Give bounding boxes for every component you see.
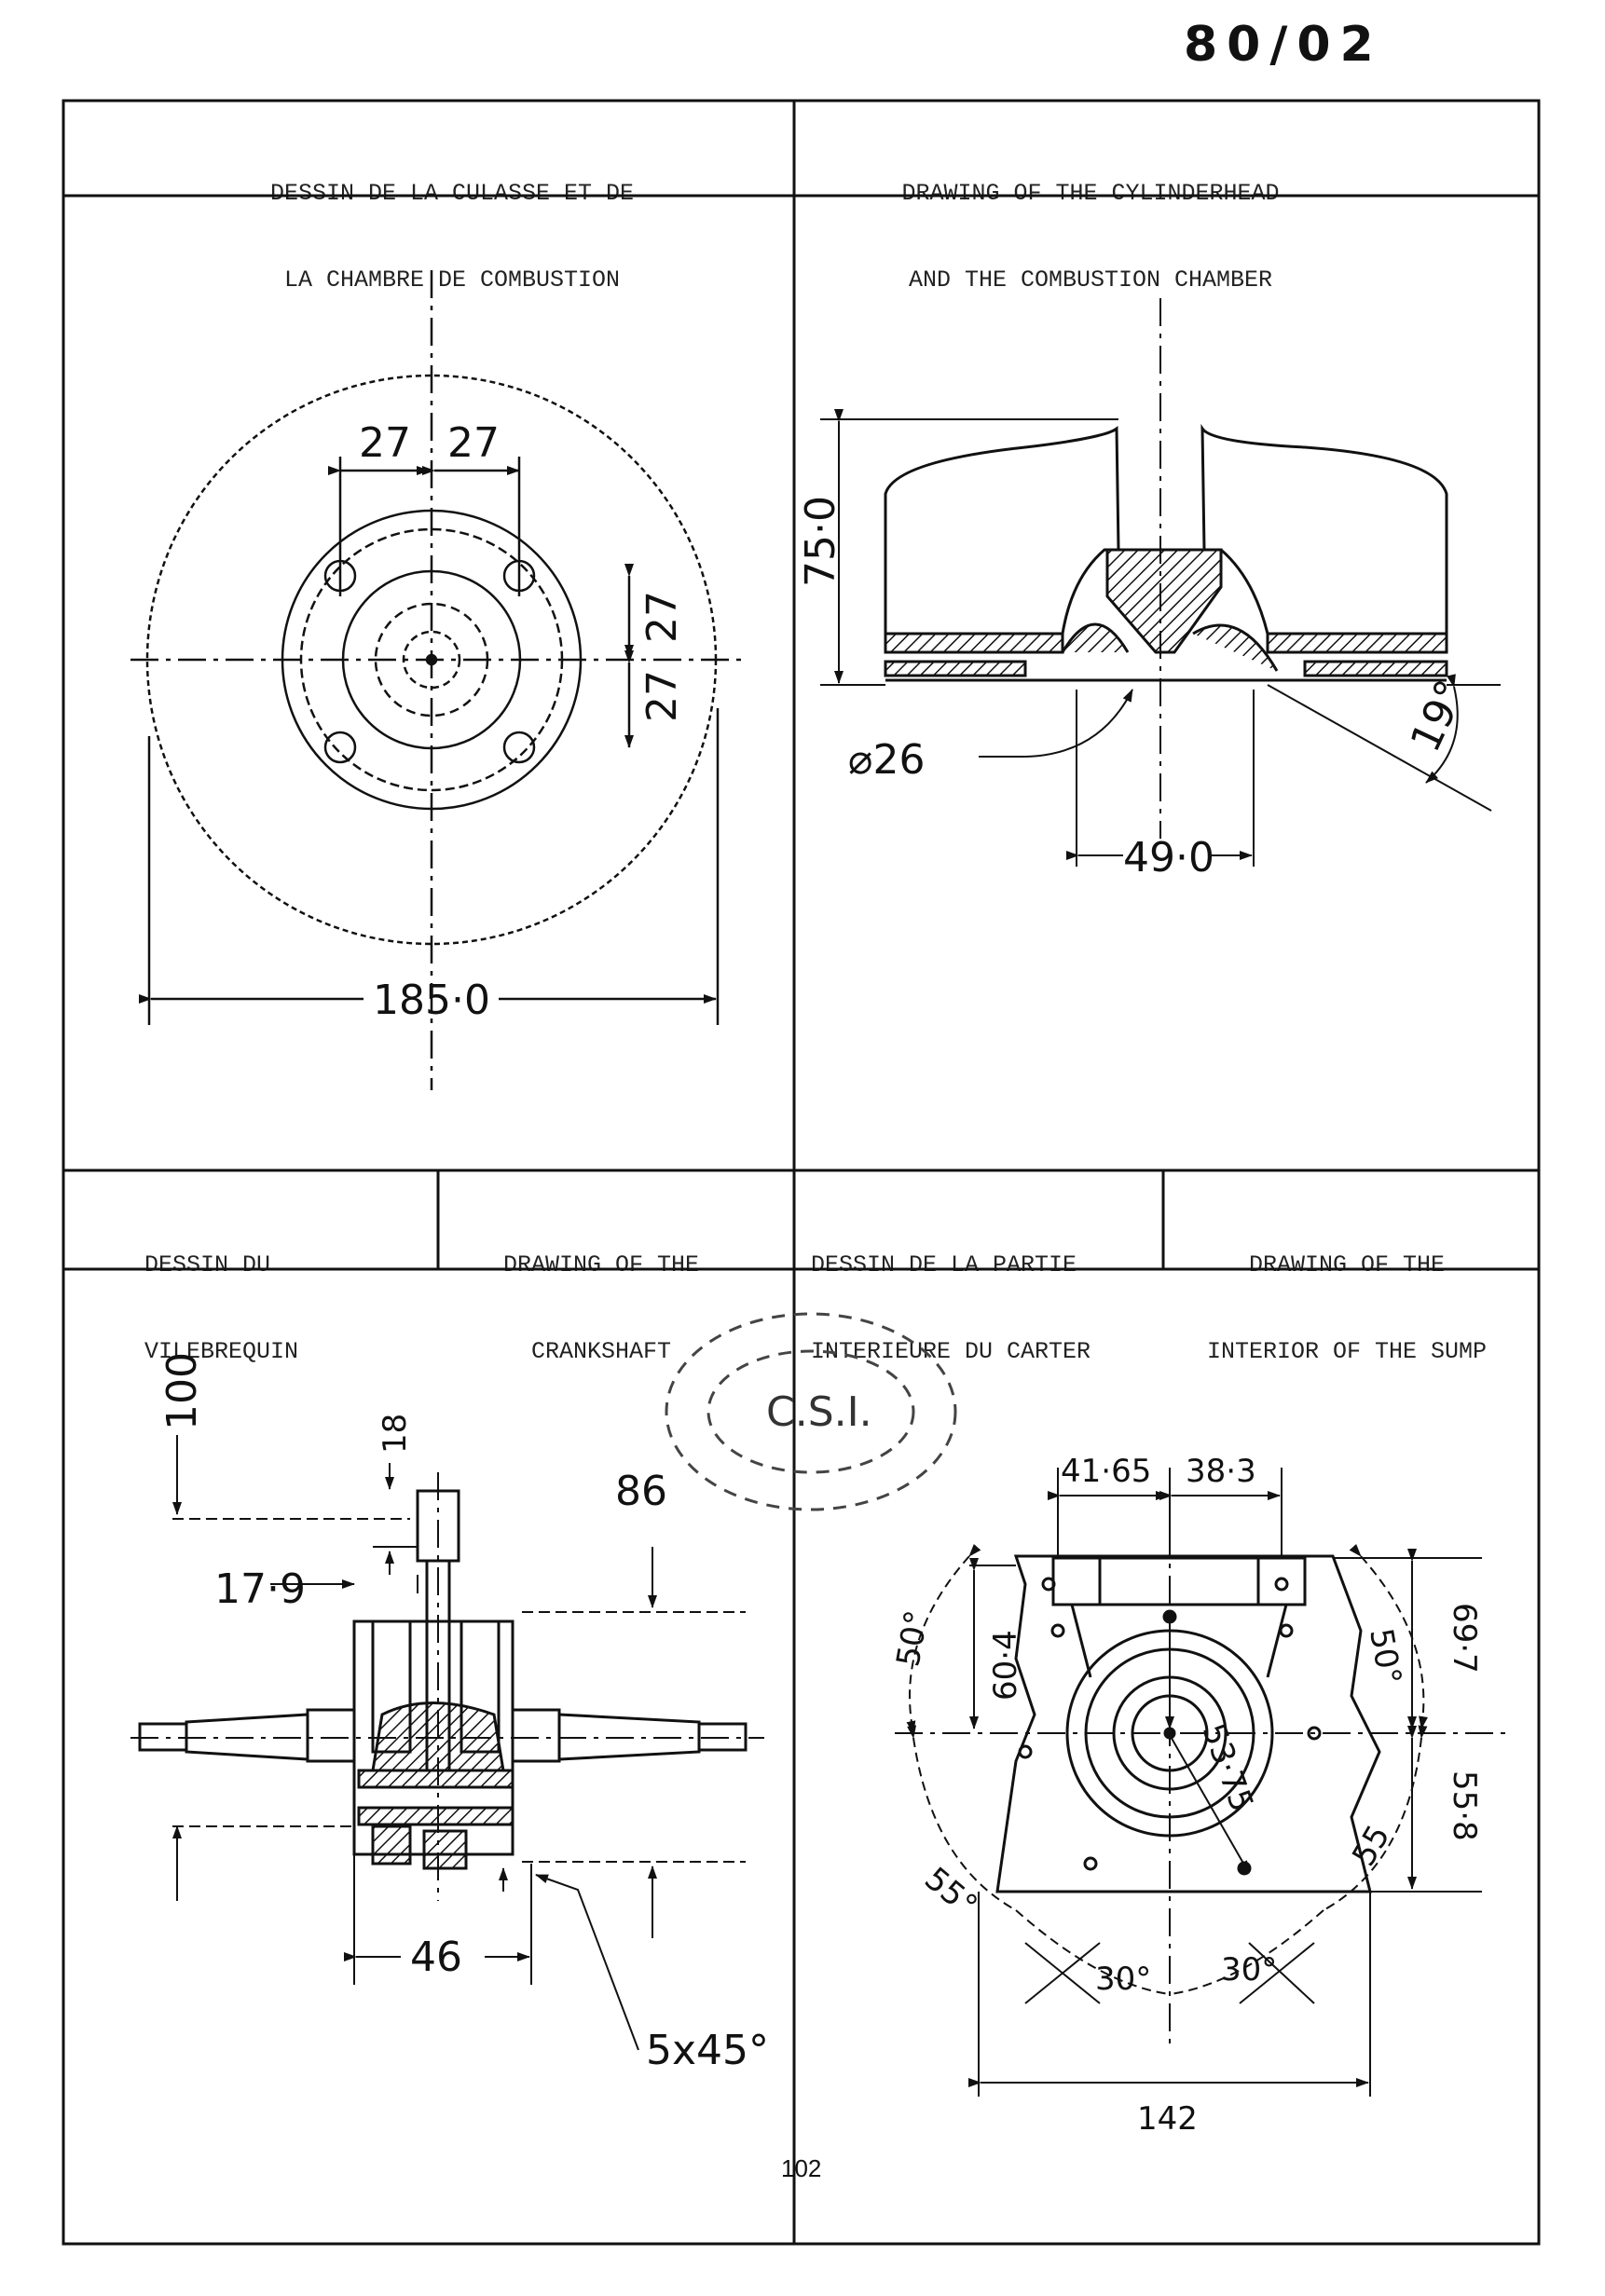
right-taper xyxy=(557,1713,701,1761)
cylinderhead-plan-view xyxy=(130,270,746,1090)
stamp-text: C.S.I. xyxy=(766,1388,872,1436)
sheet-frame xyxy=(62,99,1541,2246)
header-line: AND THE COMBUSTION CHAMBER xyxy=(908,266,1273,294)
arc-50-left xyxy=(906,1543,981,1734)
dim-75-height: 75·0 xyxy=(797,496,844,587)
head-left-body xyxy=(884,425,1120,636)
header-crankshaft-fr: DESSIN DU VILEBREQUIN xyxy=(144,1193,298,1395)
header-line: CRANKSHAFT xyxy=(530,1338,672,1365)
header-line: DESSIN DE LA PARTIE xyxy=(811,1251,1077,1278)
crankshaft-view xyxy=(130,1435,764,2051)
dim-19-angle: 19° xyxy=(1402,673,1475,758)
arc-55-left xyxy=(907,1725,1017,1911)
dim-60-4: 60·4 xyxy=(987,1630,1024,1701)
left-journal xyxy=(306,1708,356,1763)
chamber-right-hatch xyxy=(1192,623,1279,672)
dim-27-side-upper: 27 xyxy=(638,591,686,643)
dim-50-right: 50° xyxy=(1362,1626,1408,1688)
dim-55-8: 55·8 xyxy=(1446,1770,1483,1841)
dim-55-left: 55° xyxy=(917,1860,984,1924)
right-journal xyxy=(511,1708,561,1763)
web-hatch-lower xyxy=(357,1806,514,1826)
sump-top-block xyxy=(1051,1556,1307,1606)
arc-55-right xyxy=(1323,1725,1428,1911)
web-hatch-upper xyxy=(357,1769,514,1789)
dim-69-7: 69·7 xyxy=(1446,1603,1483,1674)
header-line: LA CHAMBRE DE COMBUSTION xyxy=(283,266,621,294)
header-cylinderhead-en: DRAWING OF THE CYLINDERHEAD AND THE COMB… xyxy=(867,121,1314,323)
dim-18: 18 xyxy=(377,1414,414,1454)
left-fin-hatch xyxy=(884,632,1064,654)
bolt-hole xyxy=(502,731,536,764)
dim-49-width: 49·0 xyxy=(1123,834,1214,882)
dim-100: 100 xyxy=(158,1352,206,1430)
dim-142: 142 xyxy=(1137,2100,1198,2138)
header-sump-en: DRAWING OF THE INTERIOR OF THE SUMP xyxy=(1174,1193,1519,1395)
spark-plug-boss xyxy=(1105,548,1223,654)
sump-outline xyxy=(995,1554,1381,1893)
header-line: DRAWING OF THE xyxy=(1248,1251,1446,1278)
head-right-body xyxy=(1200,423,1448,636)
dim-53-line xyxy=(1169,1734,1250,1874)
document-number: 80/02 xyxy=(1184,17,1383,73)
chamfer-leader xyxy=(535,1874,639,2051)
arc-50-right xyxy=(1349,1543,1428,1729)
angle-arc xyxy=(1425,674,1459,784)
dim-46: 46 xyxy=(410,1934,462,1981)
dim-41-65: 41·65 xyxy=(1061,1453,1151,1490)
header-line: INTERIOR OF THE SUMP xyxy=(1206,1338,1488,1365)
dim-27-top-left: 27 xyxy=(359,419,411,467)
header-crankshaft-en: DRAWING OF THE CRANKSHAFT xyxy=(466,1193,736,1395)
dim-bore-26: ⌀26 xyxy=(848,736,925,784)
header-line: DRAWING OF THE CYLINDERHEAD xyxy=(901,180,1280,207)
header-line: DESSIN DU xyxy=(144,1251,271,1278)
sump-view xyxy=(895,1468,1510,2097)
dim-30-left: 30° xyxy=(1095,1961,1151,1998)
bore-leader xyxy=(1024,689,1133,758)
left-gasket-hatch xyxy=(884,660,1027,677)
header-line: VILEBREQUIN xyxy=(144,1338,299,1365)
dim-27-side-lower: 27 xyxy=(638,670,686,722)
header-line: DESSIN DE LA CULASSE ET DE xyxy=(269,180,635,207)
right-fin-hatch xyxy=(1266,632,1448,654)
dim-chamfer: 5x45° xyxy=(646,2027,769,2074)
dim-38-3: 38·3 xyxy=(1186,1453,1256,1490)
outer-border xyxy=(62,99,1541,2246)
dim-86: 86 xyxy=(615,1468,667,1515)
angle-ray xyxy=(1267,684,1492,812)
header-cylinderhead-fr: DESSIN DE LA CULASSE ET DE LA CHAMBRE DE… xyxy=(238,121,666,323)
dim-17-9: 17·9 xyxy=(214,1565,306,1613)
csi-stamp xyxy=(665,1312,957,1511)
dim-27-top-right: 27 xyxy=(447,419,500,467)
right-gasket-hatch xyxy=(1303,660,1448,677)
header-line: DRAWING OF THE xyxy=(502,1251,700,1278)
dim-30-right: 30° xyxy=(1221,1951,1277,1988)
page-number: 102 xyxy=(781,2154,822,2182)
cylinderhead-section-view xyxy=(820,298,1501,867)
dim-185-diameter: 185·0 xyxy=(373,977,490,1024)
bolt-hole xyxy=(323,731,357,764)
chamber-left-hatch xyxy=(1061,622,1130,653)
right-shaft-end xyxy=(697,1722,748,1752)
dim-50-left: 50° xyxy=(889,1607,936,1669)
